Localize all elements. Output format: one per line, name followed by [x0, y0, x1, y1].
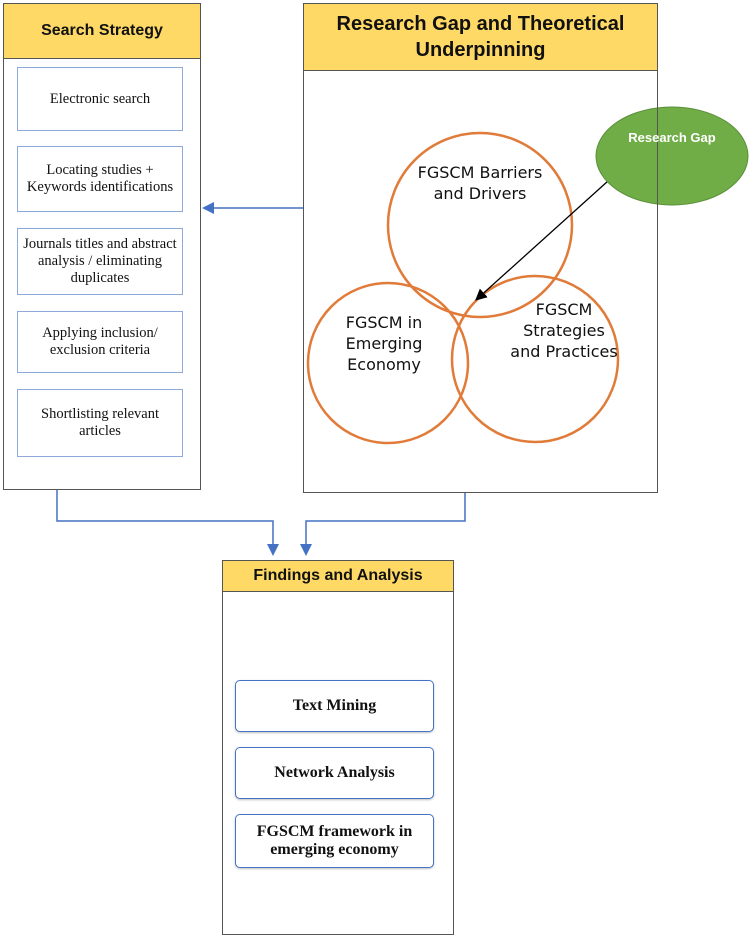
search-step-electronic: Electronic search [17, 67, 183, 131]
findings-item-text-mining: Text Mining [235, 680, 434, 732]
search-step-locating: Locating studies + Keywords identificati… [17, 146, 183, 212]
findings-item-framework: FGSCM framework in emerging economy [235, 814, 434, 868]
research-gap-pointer [475, 180, 609, 301]
venn-label-strategies: FGSCM Strategies and Practices [510, 300, 618, 361]
venn-label-barriers: FGSCM Barriers and Drivers [417, 163, 543, 203]
venn-circle-strategies [450, 274, 620, 444]
search-step-journals: Journals titles and abstract analysis / … [17, 228, 183, 295]
findings-title: Findings and Analysis [253, 567, 423, 584]
search-strategy-title: Search Strategy [41, 22, 163, 39]
research-gap-header: Research Gap and Theoretical Underpinnin… [304, 4, 657, 71]
research-gap-title: Research Gap and Theoretical Underpinnin… [336, 13, 625, 61]
findings-header: Findings and Analysis [223, 561, 453, 592]
research-gap-panel: Research Gap and Theoretical Underpinnin… [303, 3, 658, 493]
venn-label-emerging: FGSCM in Emerging Economy [345, 313, 423, 374]
research-gap-ellipse [595, 106, 749, 206]
research-gap-label: Research Gap [628, 130, 716, 145]
findings-item-network-analysis: Network Analysis [235, 747, 434, 799]
search-strategy-header: Search Strategy [4, 4, 200, 59]
gap-to-findings-arrow [300, 492, 466, 556]
venn-circle-emerging [306, 281, 470, 445]
search-to-findings-arrow [56, 489, 279, 556]
venn-circle-barriers [386, 131, 574, 319]
search-step-shortlisting: Shortlisting relevant articles [17, 389, 183, 457]
search-step-inclusion: Applying inclusion/ exclusion criteria [17, 311, 183, 373]
